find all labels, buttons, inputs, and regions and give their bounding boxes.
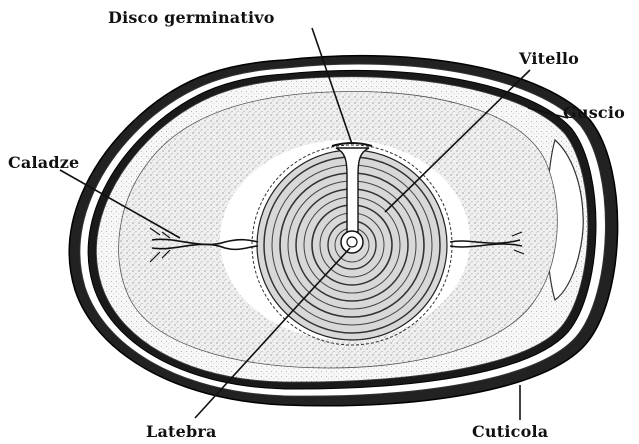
label-caladze: Caladze: [8, 155, 79, 171]
label-vitello: Vitello: [519, 51, 579, 67]
label-guscio: Guscio: [563, 105, 625, 121]
label-cuticola: Cuticola: [472, 424, 548, 440]
label-latebra: Latebra: [146, 424, 217, 440]
label-disco-germinativo: Disco germinativo: [108, 10, 275, 26]
